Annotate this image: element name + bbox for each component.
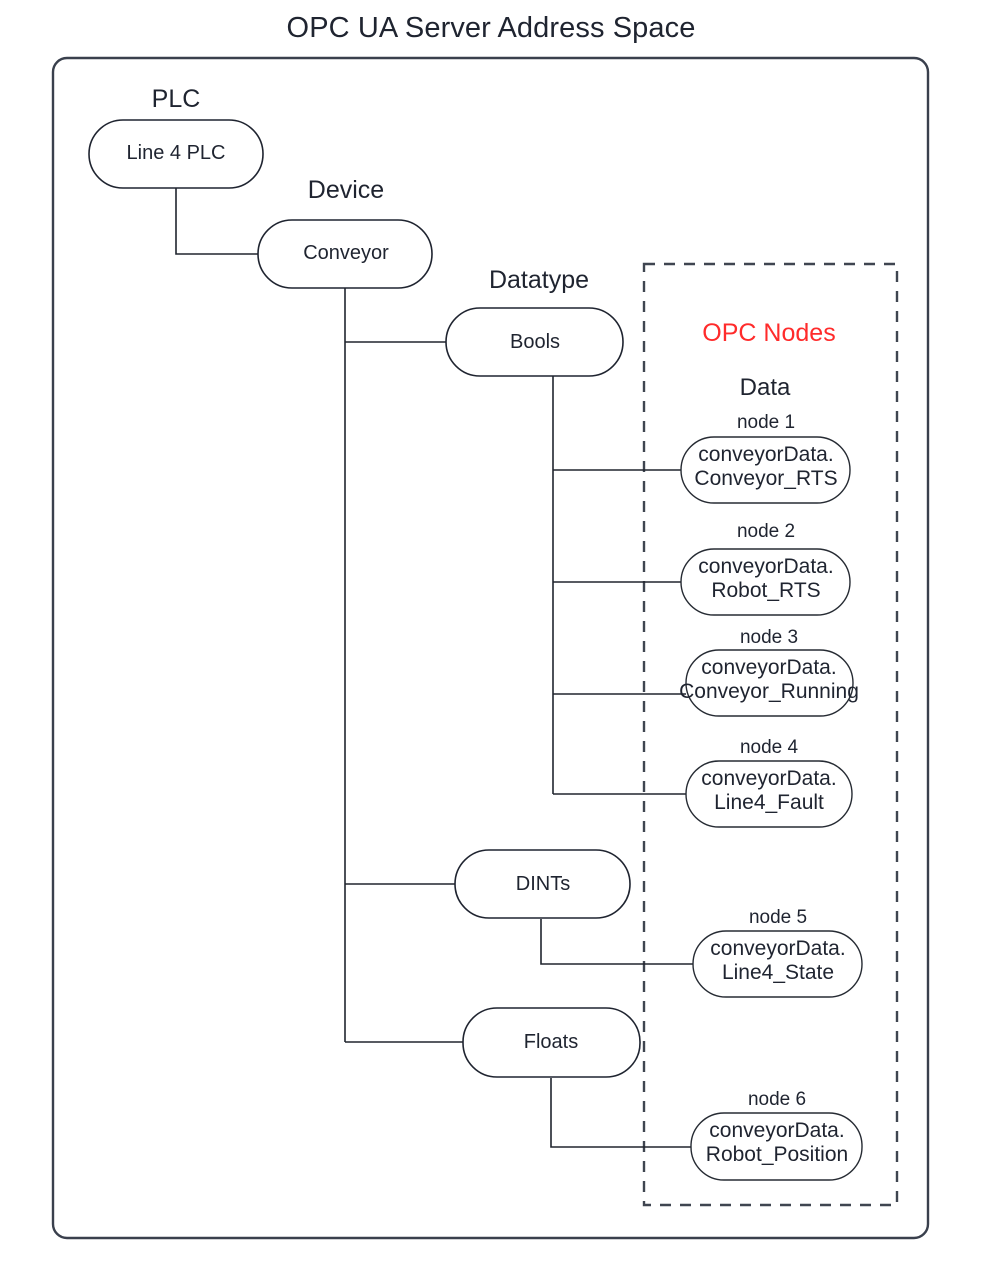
node-caption-3: node 3	[739, 627, 799, 648]
pill-label-line4-plc: Line 4 PLC	[126, 142, 226, 164]
node-label-6-line2: Robot_Position	[705, 1143, 849, 1167]
pill-bools[interactable]	[445, 307, 624, 377]
node-caption-1: node 1	[736, 412, 796, 433]
node-label-1-line2: Conveyor_RTS	[694, 467, 838, 491]
node-label-3-line1: conveyorData.	[701, 656, 837, 679]
node-label-3: conveyorData. Conveyor_Running	[679, 656, 859, 705]
node-label-1: conveyorData. Conveyor_RTS	[694, 443, 837, 492]
node-label-1-line1: conveyorData.	[698, 443, 834, 466]
pill-label-conveyor: Conveyor	[303, 242, 389, 264]
edge-plc-to-conveyor	[175, 188, 258, 255]
node-label-3-line2: Conveyor_Running	[679, 680, 859, 704]
page-title: OPC UA Server Address Space	[286, 12, 696, 44]
node-label-5-line1: conveyorData.	[710, 937, 846, 960]
pill-node-3[interactable]	[685, 649, 854, 717]
opc-nodes-subheading: Data	[739, 374, 791, 401]
group-label-plc: PLC	[151, 85, 201, 113]
node-caption-2: node 2	[736, 521, 796, 542]
pill-floats[interactable]	[462, 1007, 641, 1078]
pill-dints[interactable]	[454, 849, 631, 919]
pill-node-1[interactable]	[680, 436, 851, 504]
pill-label-floats: Floats	[523, 1031, 579, 1053]
node-caption-6: node 6	[747, 1089, 807, 1110]
node-label-4: conveyorData. Line4_Fault	[701, 767, 836, 816]
node-label-4-line1: conveyorData.	[701, 767, 837, 790]
pill-line4-plc[interactable]	[88, 119, 264, 189]
edge-floats-to-node6	[550, 1078, 691, 1148]
opc-nodes-heading: OPC Nodes	[702, 319, 836, 347]
node-label-2-line1: conveyorData.	[698, 555, 834, 578]
node-label-5: conveyorData. Line4_State	[710, 937, 845, 986]
opc-nodes-dashed-frame	[642, 262, 899, 1207]
pill-node-6[interactable]	[690, 1112, 863, 1181]
pill-node-2[interactable]	[680, 548, 851, 616]
pill-conveyor[interactable]	[257, 219, 433, 289]
node-label-6-line1: conveyorData.	[709, 1119, 845, 1142]
group-label-device: Device	[307, 176, 385, 204]
pill-node-5[interactable]	[692, 930, 863, 998]
node-label-2: conveyorData. Robot_RTS	[698, 555, 833, 604]
node-caption-4: node 4	[739, 737, 799, 758]
node-caption-5: node 5	[748, 907, 808, 928]
group-label-datatype: Datatype	[488, 266, 590, 294]
node-label-4-line2: Line4_Fault	[714, 791, 824, 815]
node-label-2-line2: Robot_RTS	[711, 579, 821, 603]
pill-node-4[interactable]	[685, 760, 853, 828]
edge-dints-to-node5	[540, 919, 693, 965]
address-space-frame	[51, 56, 930, 1240]
node-label-5-line2: Line4_State	[721, 961, 835, 985]
pill-label-bools: Bools	[509, 331, 561, 353]
pill-label-dints: DINTs	[515, 873, 571, 895]
node-label-6: conveyorData. Robot_Position	[706, 1119, 848, 1168]
